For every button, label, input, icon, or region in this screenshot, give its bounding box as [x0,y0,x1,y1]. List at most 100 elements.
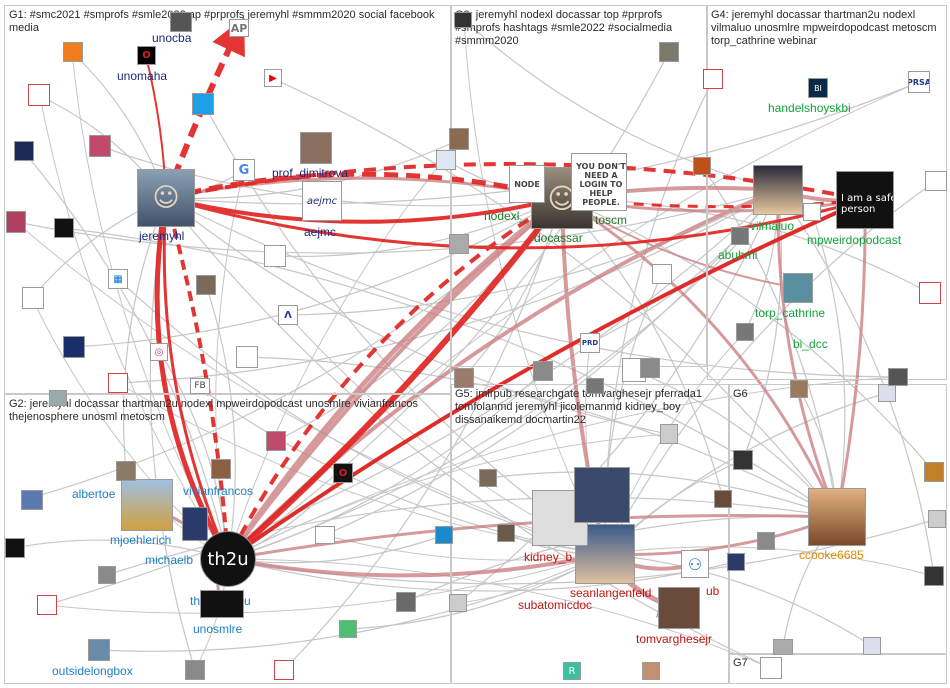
node-unocba[interactable] [170,12,192,32]
node-g4-small[interactable] [803,203,821,221]
node-pink-shield[interactable] [89,135,111,157]
node-vivian[interactable] [211,459,231,479]
node-g5-face-6[interactable] [642,662,660,680]
node-unomaha[interactable]: O [137,46,156,65]
node-g3-face-4[interactable] [454,368,474,388]
node-g6-6[interactable] [928,510,946,528]
node-g3-flower[interactable] [652,264,672,284]
label-bi-dcc[interactable]: bi_dcc [793,337,828,351]
node-microsoft[interactable]: ▦ [108,269,128,289]
node-black-circle[interactable] [54,218,74,238]
node-portrait-small[interactable] [196,275,216,295]
node-torp-cathrine[interactable] [783,273,813,303]
label-unosmlre[interactable]: unosmlre [193,622,243,636]
node-g5-face-3[interactable] [449,594,467,612]
node-g5-face-4[interactable] [497,524,515,542]
node-ap-logo[interactable]: AP [229,19,249,37]
node-g2-logo-1[interactable] [21,490,43,510]
node-pink-portrait[interactable] [6,211,26,233]
node-missing-image-3[interactable] [703,69,723,89]
label-unocba[interactable]: unocba [152,31,192,45]
node-google[interactable]: G [233,159,255,181]
node-g6-4[interactable] [733,450,753,470]
label-prof-dimitrova[interactable]: prof_dimitrova [272,166,349,180]
node-prof-dimitrova[interactable] [300,132,332,164]
node-g3-bottom-center[interactable] [586,378,604,394]
node-g6-9[interactable] [924,566,944,586]
label-ccooke6685[interactable]: ccooke6685 [799,548,864,562]
node-g4-orange[interactable] [693,157,711,175]
label-seanlangenfeld[interactable]: seanlangenfeld [570,586,652,600]
node-g2-pink[interactable] [266,431,286,451]
label-tomvarghesejr[interactable]: tomvarghesejr [636,632,713,646]
node-orange-logo[interactable] [63,42,83,62]
node-g6-7[interactable] [757,532,775,550]
node-verge[interactable] [236,346,258,368]
label-torp-cathrine[interactable]: torp_cathrine [755,306,826,320]
label-metoscm[interactable]: toscm [595,213,628,227]
label-albertoe[interactable]: albertoe [72,487,116,501]
label-mjoehlerich[interactable]: mjoehlerich [110,533,172,547]
node-ccooke6685[interactable] [808,488,866,546]
node-th2u-avatar[interactable]: th2u [200,531,256,587]
node-outsidelongbox[interactable] [88,639,110,661]
node-unosmlre-avatar[interactable] [200,590,244,618]
node-missing-image-6[interactable] [274,660,294,680]
label-mpweirdopodcast[interactable]: mpweirdopodcast [807,233,902,247]
node-vilmaluo-avatar[interactable] [753,165,803,215]
node-seven-logo[interactable] [63,336,85,358]
node-jeremyhl-avatar[interactable]: ☺ [137,169,195,227]
node-g3-logo[interactable] [436,150,456,170]
node-g3-face-2[interactable] [659,42,679,62]
label-vivianfrancos[interactable]: vivianfrancos [183,484,254,498]
label-jmirpub[interactable]: ub [706,584,720,598]
node-g5-face-2[interactable] [479,469,497,487]
node-g6-10[interactable] [773,639,793,655]
node-g2-cyan[interactable] [339,620,357,638]
label-kidney-b[interactable]: kidney_b [524,550,573,564]
node-g3-face-5[interactable] [533,361,553,381]
node-g3-prd[interactable]: PRD [580,333,600,353]
node-mjoehlerich-avatar[interactable] [121,479,173,531]
node-you-dont-need[interactable]: YOU DON'T NEED A LOGIN TO HELP PEOPLE. [571,153,627,211]
node-g6-1[interactable] [790,380,808,398]
node-g3-r-face[interactable] [640,358,660,378]
label-subatomicdoc[interactable]: subatomicdoc [518,598,593,612]
node-a-logo[interactable]: Λ [278,305,298,325]
node-tomvarghesejr[interactable] [658,587,700,629]
label-abuhmi[interactable]: abuhmi [718,248,758,262]
node-g5-face-5[interactable] [714,490,732,508]
node-g2-face-2[interactable] [396,592,416,612]
node-g4-face[interactable] [736,323,754,341]
node-g2-small-1[interactable] [98,566,116,584]
node-g6-5[interactable] [924,462,944,482]
node-prsa[interactable]: PRSA [908,71,930,93]
node-g6-2[interactable] [878,384,896,402]
node-red-text-logo[interactable] [22,287,44,309]
node-g5-portrait[interactable] [574,467,630,523]
node-g2-white[interactable] [315,526,335,544]
node-iam-safe[interactable]: I am a safe person [836,171,894,229]
label-unomaha[interactable]: unomaha [117,69,168,83]
node-aejmc-logo[interactable]: aejmc [302,181,342,221]
node-nodexl-logo[interactable]: NODE [509,165,545,203]
node-missing-image-5[interactable] [37,595,57,615]
node-missing-image-4[interactable] [919,282,941,304]
node-jmirpub[interactable]: ⚇ [681,550,709,578]
node-g5-face-1[interactable] [660,424,678,444]
node-youtube[interactable]: ▶ [264,69,282,87]
label-jeremyhl[interactable]: jeremyhl [139,229,185,243]
node-g2-un[interactable] [435,526,453,544]
node-seal[interactable] [14,141,34,161]
node-g3-face-3[interactable] [449,234,469,254]
node-instagram[interactable]: ◎ [150,343,168,361]
label-vilmaluo[interactable]: vilmaluo [750,219,795,233]
node-missing-image-2[interactable] [108,373,128,393]
node-g2-black[interactable] [5,538,25,558]
node-g3-top-left[interactable] [454,12,472,28]
label-aejmc[interactable]: aejmc [304,225,337,239]
node-g4-red-link[interactable] [925,171,947,191]
node-handelshoyskbi[interactable]: BI [808,78,828,98]
node-g5-r[interactable]: R [563,662,581,680]
node-abuhmi[interactable] [731,227,749,245]
